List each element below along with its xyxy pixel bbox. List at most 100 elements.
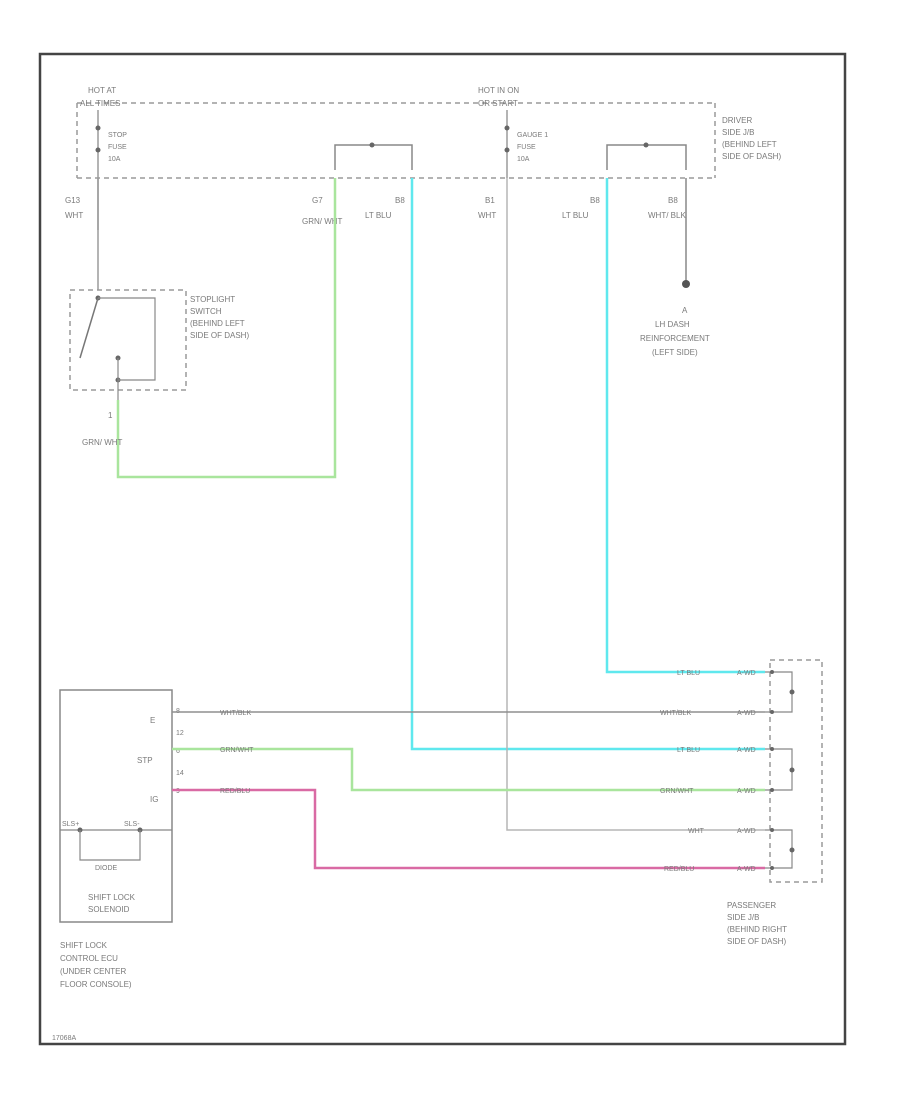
svg-text:LT BLU: LT BLU <box>677 670 700 677</box>
ecu-wire-label-wht-blk: WHT/BLK <box>220 710 251 717</box>
svg-text:LT BLU: LT BLU <box>677 747 700 754</box>
svg-text:SIDE J/B: SIDE J/B <box>727 913 759 922</box>
driver-jb-label: DRIVER SIDE J/B (BEHIND LEFT SIDE OF DAS… <box>722 116 781 161</box>
wire-label-g7: G7 GRN/ WHT <box>302 196 343 226</box>
svg-text:(UNDER CENTER: (UNDER CENTER <box>60 967 126 976</box>
right-wire-label-1: WHT/BLK A-WD <box>660 710 756 717</box>
ground-label: A LH DASH REINFORCEMENT (LEFT SIDE) <box>640 306 710 357</box>
driver-side-jb <box>76 102 716 179</box>
svg-text:WHT/BLK: WHT/BLK <box>660 710 691 717</box>
shift-lock-ecu-label: SHIFT LOCK CONTROL ECU (UNDER CENTER FLO… <box>60 941 132 989</box>
diagram-frame <box>38 52 847 1046</box>
svg-text:G13: G13 <box>65 196 81 205</box>
svg-text:GRN/ WHT: GRN/ WHT <box>302 217 343 226</box>
svg-text:SIDE OF DASH): SIDE OF DASH) <box>727 937 786 946</box>
svg-text:GRN/WHT: GRN/WHT <box>660 788 694 795</box>
svg-text:STP: STP <box>137 756 153 765</box>
wire-label-b8-mid: B8 LT BLU <box>562 196 600 220</box>
gauge-fuse: GAUGE 1 FUSE 10A <box>504 110 548 178</box>
svg-text:1: 1 <box>108 411 113 420</box>
svg-text:9: 9 <box>176 788 180 795</box>
svg-text:DRIVER: DRIVER <box>722 116 752 125</box>
svg-text:STOP: STOP <box>108 132 127 139</box>
svg-text:DIODE: DIODE <box>95 865 118 872</box>
svg-text:A-WD: A-WD <box>737 670 756 677</box>
jb-jumper-right <box>606 142 687 170</box>
shift-lock-solenoid: SLS+ SLS- DIODE <box>60 821 172 872</box>
svg-text:CONTROL ECU: CONTROL ECU <box>60 954 118 963</box>
svg-text:A-WD: A-WD <box>737 866 756 873</box>
wire-lt-blu-right <box>605 178 765 674</box>
ecu-pin-12: 12 <box>176 730 184 737</box>
passenger-jb-internal <box>765 670 795 870</box>
svg-text:B8: B8 <box>590 196 600 205</box>
passenger-side-jb <box>769 659 823 883</box>
svg-text:SHIFT LOCK: SHIFT LOCK <box>60 941 108 950</box>
svg-text:STOPLIGHT: STOPLIGHT <box>190 295 235 304</box>
ecu-wire-label-grn-wht: GRN/WHT <box>220 747 254 754</box>
svg-text:SIDE J/B: SIDE J/B <box>722 128 754 137</box>
stoplight-switch <box>69 289 187 400</box>
shift-lock-ecu-box <box>59 689 173 923</box>
right-wire-label-0: LT BLU A-WD <box>677 670 756 677</box>
diagram-id: 17068A <box>52 1035 76 1042</box>
svg-text:A-WD: A-WD <box>737 788 756 795</box>
svg-text:RED/BLU: RED/BLU <box>664 866 694 873</box>
svg-text:GAUGE 1: GAUGE 1 <box>517 132 548 139</box>
svg-text:WHT/ BLK: WHT/ BLK <box>648 211 686 220</box>
stoplight-wire-label: 1 GRN/ WHT <box>82 411 123 447</box>
svg-text:SWITCH: SWITCH <box>190 307 222 316</box>
svg-text:(LEFT SIDE): (LEFT SIDE) <box>652 348 698 357</box>
svg-text:REINFORCEMENT: REINFORCEMENT <box>640 334 710 343</box>
shift-lock-solenoid-label: SHIFT LOCK SOLENOID <box>88 893 136 914</box>
wire-wht-b1 <box>506 178 765 831</box>
right-wire-label-5: RED/BLU A-WD <box>664 866 756 873</box>
svg-text:A-WD: A-WD <box>737 710 756 717</box>
wire-grn-wht-top <box>116 178 337 479</box>
svg-text:SOLENOID: SOLENOID <box>88 905 130 914</box>
svg-text:WHT: WHT <box>478 211 496 220</box>
wire-label-b8-right: B8 WHT/ BLK <box>648 196 686 220</box>
svg-text:12: 12 <box>176 730 184 737</box>
svg-text:GRN/ WHT: GRN/ WHT <box>82 438 123 447</box>
wire-grn-wht-ecu <box>172 747 765 792</box>
ecu-pin-9: IG 9 <box>150 788 180 804</box>
svg-text:FUSE: FUSE <box>108 144 127 151</box>
ground-point <box>682 280 690 288</box>
ecu-pin-14: 14 <box>176 770 184 777</box>
stop-fuse: STOP FUSE 10A <box>95 110 127 230</box>
hot-at-right-line2: OR START <box>478 99 518 108</box>
svg-text:(BEHIND RIGHT: (BEHIND RIGHT <box>727 925 787 934</box>
svg-text:IG: IG <box>150 795 158 804</box>
right-wire-label-4: WHT A-WD <box>688 828 756 835</box>
svg-text:B1: B1 <box>485 196 495 205</box>
wire-label-b8-left: B8 LT BLU <box>365 196 405 220</box>
svg-text:14: 14 <box>176 770 184 777</box>
svg-text:10A: 10A <box>517 156 530 163</box>
svg-text:WHT: WHT <box>688 828 705 835</box>
svg-text:SLS+: SLS+ <box>62 821 79 828</box>
svg-text:LT BLU: LT BLU <box>562 211 589 220</box>
svg-text:LH DASH: LH DASH <box>655 320 690 329</box>
ecu-pin-6: STP 6 <box>137 748 180 765</box>
svg-text:WHT: WHT <box>65 211 83 220</box>
svg-text:B8: B8 <box>395 196 405 205</box>
svg-text:G7: G7 <box>312 196 323 205</box>
svg-text:(BEHIND LEFT: (BEHIND LEFT <box>190 319 245 328</box>
right-wire-label-2: LT BLU A-WD <box>677 747 756 754</box>
svg-text:E: E <box>150 716 155 725</box>
hot-at-right-line1: HOT IN ON <box>478 86 519 95</box>
svg-text:SHIFT LOCK: SHIFT LOCK <box>88 893 136 902</box>
svg-text:SIDE OF DASH): SIDE OF DASH) <box>722 152 781 161</box>
svg-text:SLS-: SLS- <box>124 821 140 828</box>
svg-text:A-WD: A-WD <box>737 747 756 754</box>
svg-text:A: A <box>682 306 688 315</box>
jb-jumper-left <box>334 142 413 170</box>
right-wire-label-3: GRN/WHT A-WD <box>660 788 756 795</box>
svg-text:LT BLU: LT BLU <box>365 211 392 220</box>
ecu-pin-8: E 8 <box>150 708 180 725</box>
svg-text:PASSENGER: PASSENGER <box>727 901 776 910</box>
hot-at-left-line1: HOT AT <box>88 86 116 95</box>
svg-text:(BEHIND LEFT: (BEHIND LEFT <box>722 140 777 149</box>
